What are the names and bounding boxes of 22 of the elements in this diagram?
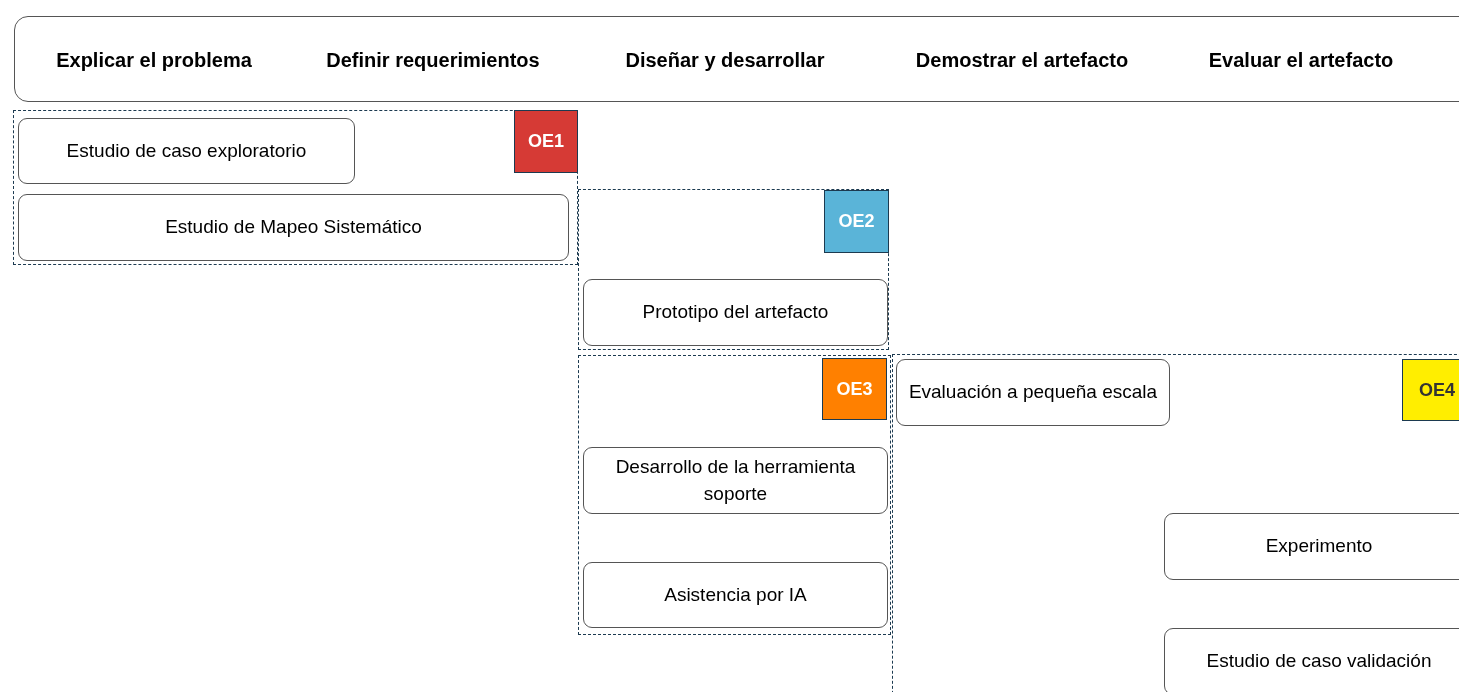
dashed-group-frame: [13, 110, 578, 265]
column-heading: Definir requerimientos: [326, 49, 540, 72]
header-band: [14, 16, 1459, 102]
activity-box: Estudio de caso exploratorio: [18, 118, 355, 184]
activity-box: Evaluación a pequeña escala: [896, 359, 1170, 426]
dashed-group-frame: [892, 354, 1459, 692]
activity-box: Experimento: [1164, 513, 1459, 580]
column-heading: Evaluar el artefacto: [1208, 49, 1394, 72]
activity-box: Desarrollo de la herramienta soporte: [583, 447, 888, 514]
objective-tag: OE4: [1402, 359, 1459, 421]
objective-tag: OE3: [822, 358, 887, 420]
activity-box: Estudio de caso validación: [1164, 628, 1459, 692]
objective-tag: OE1: [514, 110, 578, 173]
column-heading: Explicar el problema: [56, 49, 252, 72]
activity-box: Asistencia por IA: [583, 562, 888, 628]
dashed-group-frame: [578, 189, 889, 350]
column-heading: Diseñar y desarrollar: [625, 49, 825, 72]
objective-tag: OE2: [824, 190, 889, 253]
activity-box: Estudio de Mapeo Sistemático: [18, 194, 569, 261]
column-heading: Demostrar el artefacto: [915, 49, 1129, 72]
activity-box: Prototipo del artefacto: [583, 279, 888, 346]
dashed-group-frame: [578, 355, 891, 635]
